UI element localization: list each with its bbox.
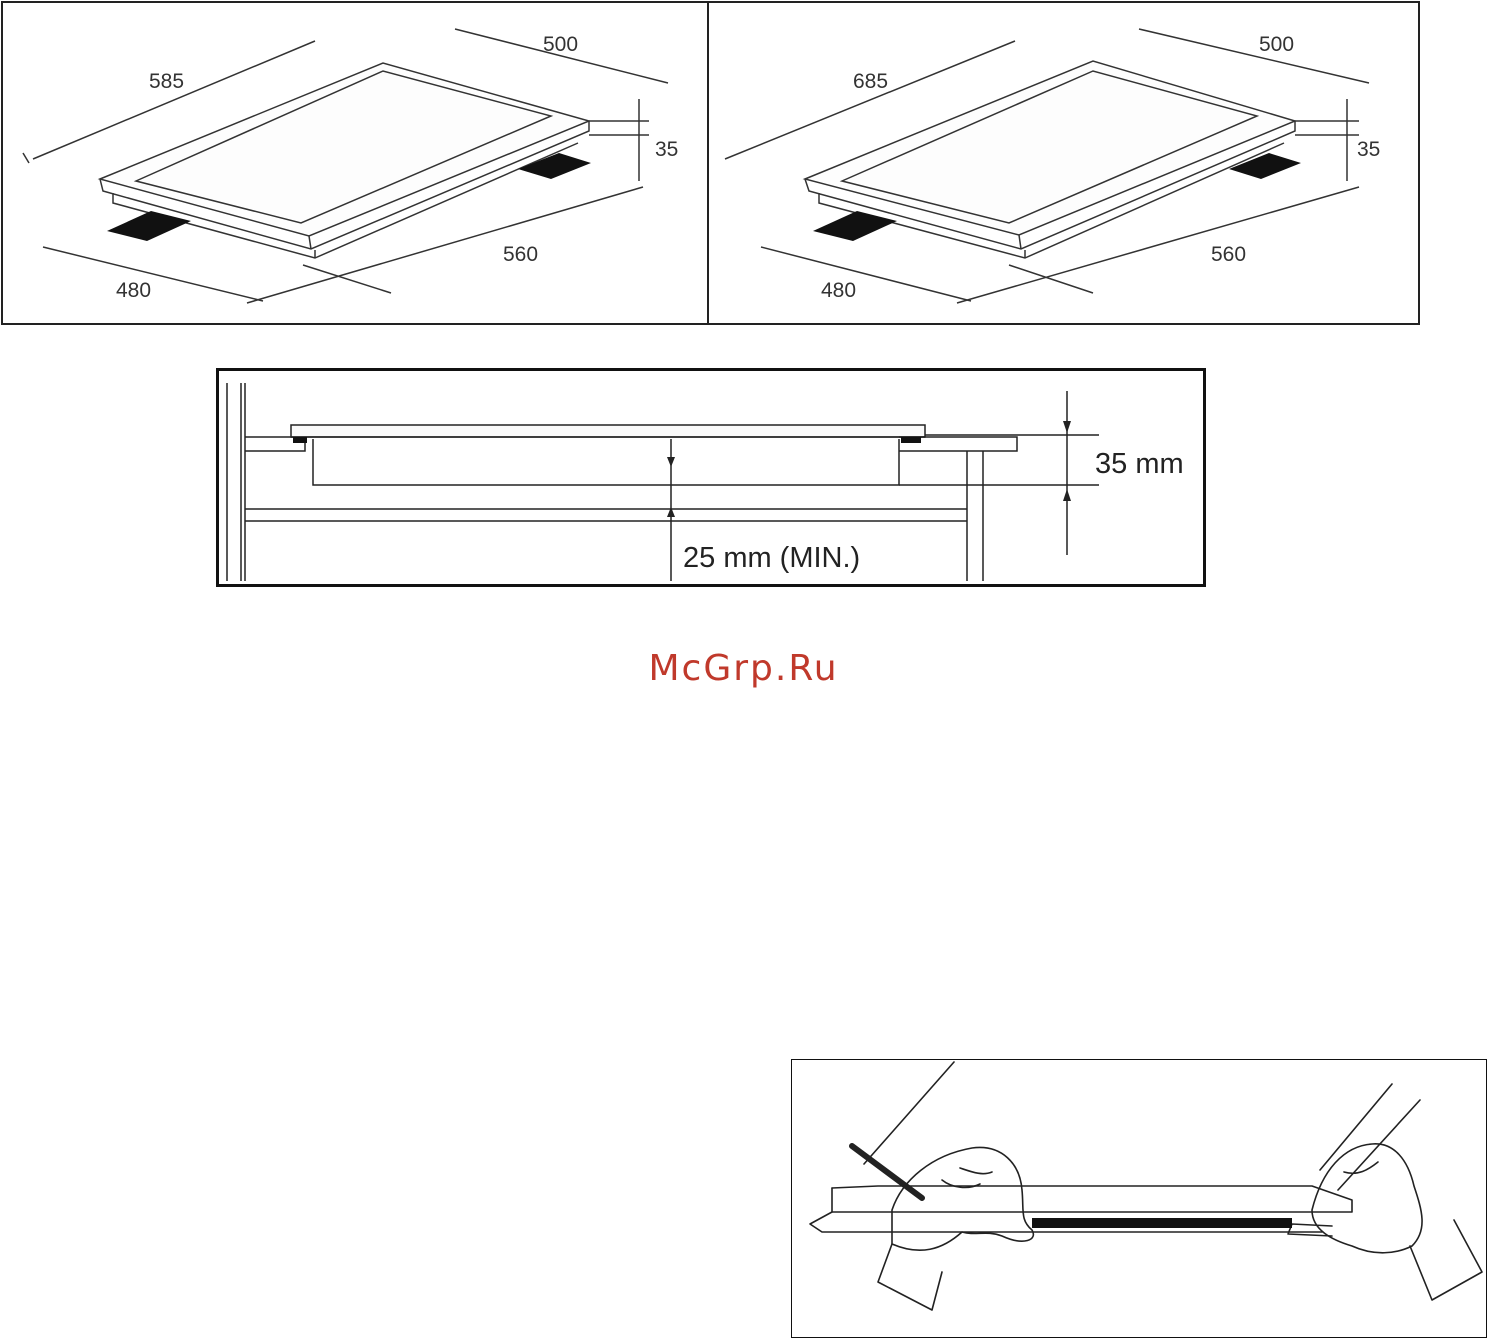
dimension-depth-label: 500 <box>543 33 578 56</box>
hob-diagram-large: 685 500 35 480 560 <box>709 3 1421 327</box>
dimension-height-label: 35 <box>655 138 678 161</box>
dimension-length-label: 585 <box>149 70 184 93</box>
cutout-depth-label: 480 <box>116 279 151 302</box>
foam-strip <box>107 211 191 241</box>
foam-strip <box>1229 153 1301 179</box>
seal-strip <box>1032 1218 1292 1228</box>
hob-dimensions-panel-small: 585 500 35 480 560 <box>1 1 709 325</box>
hob-dimensions-panel-large: 685 500 35 480 560 <box>708 1 1420 325</box>
hob-height-label: 35 mm <box>1095 448 1184 480</box>
dimension-depth-label: 500 <box>1259 33 1294 56</box>
cross-section-diagram: 35 mm 25 mm (MIN.) <box>219 371 1209 590</box>
cutout-length-label: 560 <box>1211 243 1246 266</box>
cutout-length-label: 560 <box>503 243 538 266</box>
seal-right <box>901 437 921 443</box>
foam-strip <box>813 211 897 241</box>
hob-diagram-small: 585 500 35 480 560 <box>3 3 711 327</box>
installation-cross-section-panel: 35 mm 25 mm (MIN.) <box>216 368 1206 587</box>
min-clearance-label: 25 mm (MIN.) <box>683 542 860 574</box>
seal-installation-illustration <box>792 1060 1487 1339</box>
seal-left <box>293 437 307 443</box>
seal-installation-illustration-panel <box>791 1059 1487 1338</box>
dimension-height-label: 35 <box>1357 138 1380 161</box>
dimension-length-label: 685 <box>853 70 888 93</box>
watermark-text: McGrp.Ru <box>0 648 1487 689</box>
cutout-depth-label: 480 <box>821 279 856 302</box>
